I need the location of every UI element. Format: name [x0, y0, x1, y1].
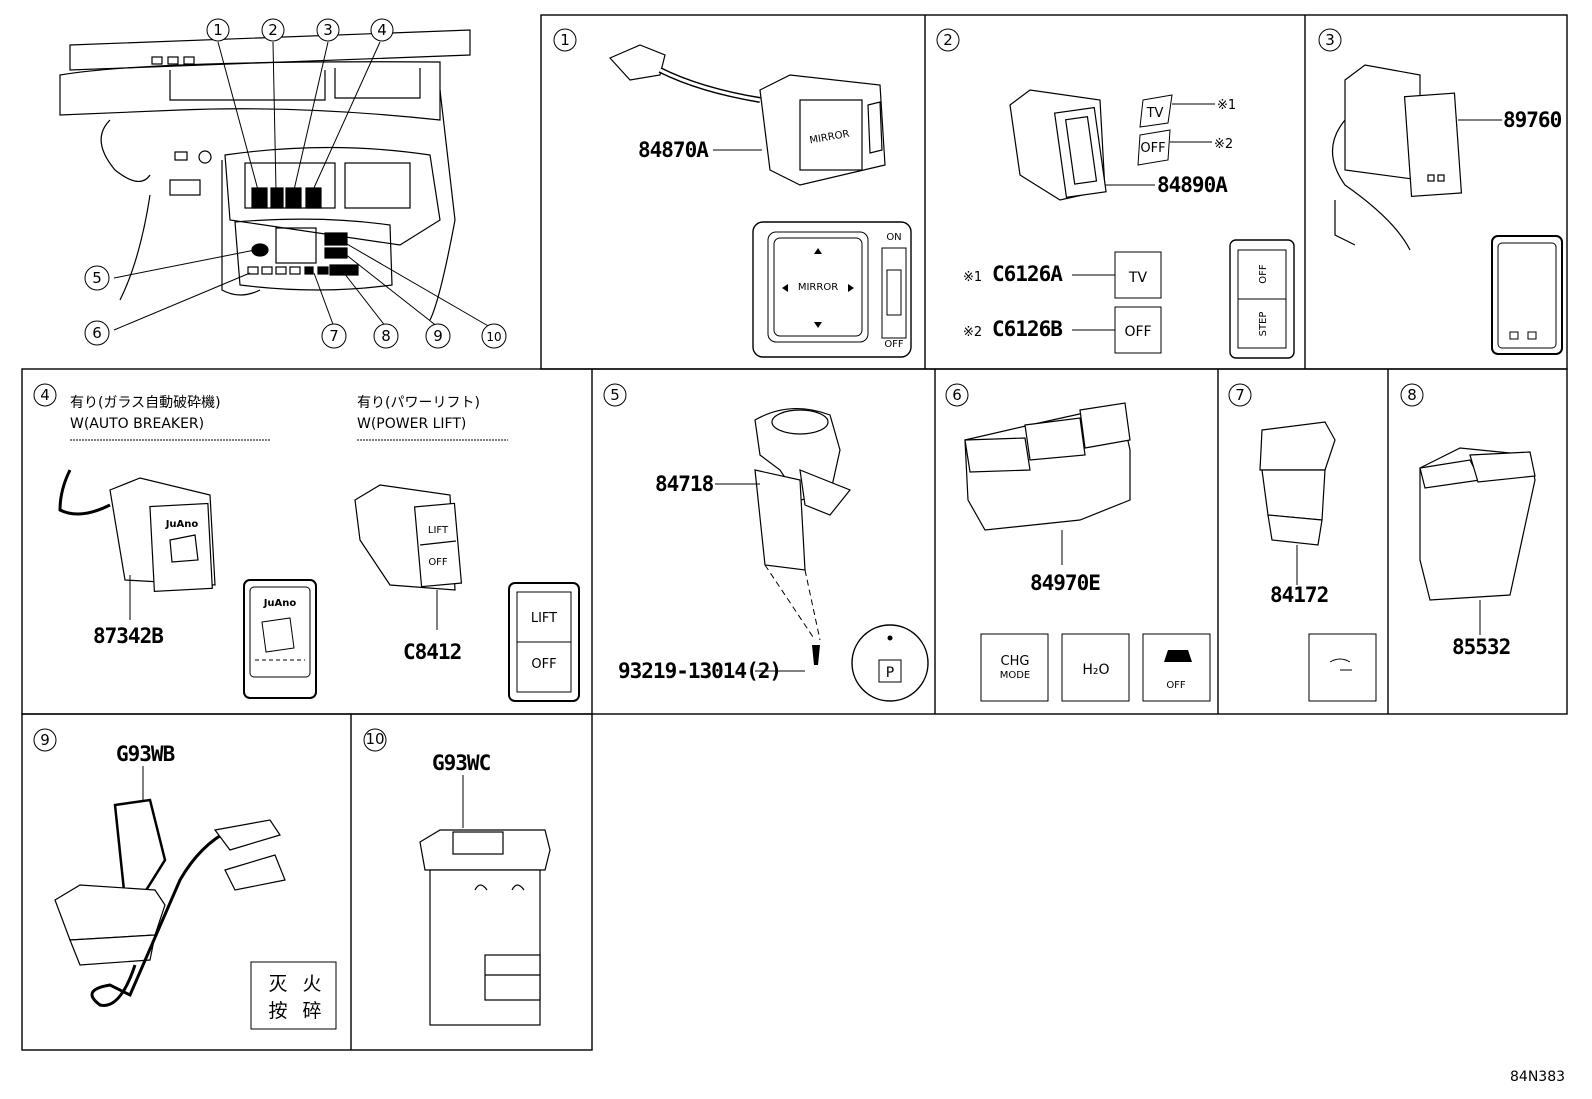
svg-text:7: 7 — [329, 327, 339, 345]
switch-face-icon — [1491, 235, 1563, 355]
svg-text:W(AUTO BREAKER): W(AUTO BREAKER) — [70, 416, 204, 432]
part-number: 84870A — [638, 138, 709, 162]
panel-number: 3 — [1325, 31, 1335, 49]
h2o-icon: H₂O — [1061, 633, 1130, 702]
auto-breaker-icon: JuAno — [243, 579, 317, 699]
svg-text:有り(パワーリフト): 有り(パワーリフト) — [357, 395, 480, 411]
svg-text:MIRROR: MIRROR — [798, 282, 838, 293]
svg-text:JuAno: JuAno — [263, 598, 297, 609]
panel-number: 10 — [365, 730, 384, 748]
panel-3: 3 89760 — [1318, 28, 1563, 355]
svg-text:火: 火 — [302, 973, 321, 995]
svg-text:W(POWER LIFT): W(POWER LIFT) — [357, 416, 466, 432]
svg-text:JuAno: JuAno — [165, 519, 199, 530]
svg-text:6: 6 — [92, 324, 102, 342]
panel-number: 8 — [1407, 386, 1417, 404]
part-number: G93WB — [116, 742, 175, 766]
svg-text:※2: ※2 — [963, 325, 982, 340]
svg-text:按: 按 — [268, 1000, 287, 1022]
svg-text:灭: 灭 — [268, 973, 287, 995]
svg-text:TV: TV — [1146, 106, 1164, 121]
svg-text:OFF: OFF — [428, 557, 448, 568]
svg-text:2: 2 — [268, 21, 278, 39]
panel-2: 2 TV ※1 OFF ※2 84890A ※1 C6126A TV ※2 C6… — [936, 28, 1295, 359]
svg-text:OFF: OFF — [1258, 264, 1269, 284]
panel-4: 4 有り(ガラス自動破砕機) W(AUTO BREAKER) 有り(パワーリフト… — [33, 383, 580, 702]
panel-5: 5 84718 93219-13014(2) P — [603, 383, 929, 702]
part-number: 93219-13014(2) — [618, 659, 781, 683]
svg-text:MODE: MODE — [1000, 670, 1031, 681]
panel-number: 4 — [40, 386, 50, 404]
fire-break-icon: 灭 火 按 碎 — [250, 961, 337, 1030]
panel-number: 2 — [943, 31, 953, 49]
part-number: C6126B — [992, 317, 1062, 341]
part-number: 84890A — [1157, 173, 1228, 197]
svg-text:OFF: OFF — [531, 657, 556, 672]
svg-text:3: 3 — [323, 21, 333, 39]
svg-text:H₂O: H₂O — [1082, 662, 1109, 678]
part-number: C6126A — [992, 262, 1063, 286]
panel-number: 7 — [1235, 386, 1245, 404]
part-number: C8412 — [403, 640, 461, 664]
light-icon — [1308, 633, 1377, 702]
svg-text:OFF: OFF — [1166, 680, 1186, 691]
panel-9: 9 G93WB 灭 火 按 碎 — [33, 728, 337, 1030]
traction-off-icon: OFF — [1142, 633, 1211, 702]
part-number: 84172 — [1270, 583, 1328, 607]
step-off-switch-icon: OFF STEP — [1229, 239, 1295, 359]
overview-leaders — [113, 41, 491, 331]
mirror-switch-icon: MIRROR ON OFF — [752, 221, 912, 358]
part-number: 89760 — [1503, 108, 1562, 132]
svg-text:碎: 碎 — [302, 1000, 321, 1022]
svg-text:有り(ガラス自動破砕機): 有り(ガラス自動破砕機) — [70, 395, 221, 411]
part-number: 85532 — [1452, 635, 1510, 659]
panel-number: 9 — [40, 731, 50, 749]
power-lift-icon: LIFT OFF — [508, 582, 580, 702]
svg-text:4: 4 — [377, 21, 387, 39]
panel-7: 7 84172 — [1228, 383, 1377, 702]
panel-6: 6 84970E CHG MODE H₂O OFF — [945, 383, 1211, 702]
panel-grid — [21, 14, 1568, 1051]
panel-10: 10 G93WC — [363, 728, 551, 1026]
tag-tv-icon: TV — [1139, 94, 1173, 128]
svg-text:5: 5 — [92, 269, 102, 287]
overview-callouts: 1 2 3 4 5 6 7 8 9 10 — [84, 18, 507, 349]
panel-1: 1 MIRROR 84870A MIRROR ON OFF — [553, 28, 912, 358]
chg-mode-icon: CHG MODE — [980, 633, 1049, 702]
part-number: G93WC — [432, 751, 491, 775]
svg-text:STEP: STEP — [1258, 312, 1269, 337]
svg-text:OFF: OFF — [1124, 324, 1151, 340]
svg-text:※1: ※1 — [1217, 98, 1236, 113]
svg-text:1: 1 — [213, 21, 223, 39]
panel-number: 6 — [952, 386, 962, 404]
tag-off-icon: OFF — [1137, 129, 1171, 166]
svg-text:LIFT: LIFT — [531, 611, 557, 626]
part-number: 84970E — [1030, 571, 1100, 595]
svg-text:P: P — [886, 665, 894, 681]
svg-text:TV: TV — [1128, 270, 1148, 286]
svg-text:9: 9 — [433, 327, 443, 345]
svg-text:※2: ※2 — [1214, 137, 1233, 152]
part-number: 84718 — [655, 472, 714, 496]
svg-text:ON: ON — [886, 232, 901, 243]
panel-number: 5 — [610, 386, 620, 404]
svg-text:8: 8 — [381, 327, 391, 345]
svg-text:OFF: OFF — [1140, 141, 1165, 156]
diagram-code: 84N383 — [1510, 1069, 1565, 1085]
panel-8: 8 85532 — [1400, 383, 1536, 659]
svg-text:※1: ※1 — [963, 270, 982, 285]
panel-number: 1 — [560, 31, 570, 49]
svg-text:LIFT: LIFT — [428, 525, 449, 536]
part-number: 87342B — [93, 624, 163, 648]
svg-text:CHG: CHG — [1001, 654, 1030, 669]
parking-icon: P — [851, 624, 929, 702]
svg-text:OFF: OFF — [884, 339, 904, 350]
svg-text:10: 10 — [486, 330, 501, 344]
